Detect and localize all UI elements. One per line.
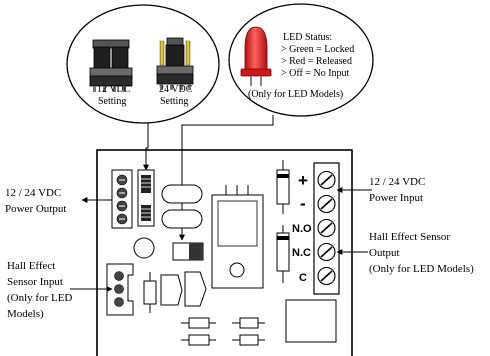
- bottom-right-component: [285, 299, 337, 343]
- small-resistor: [143, 272, 157, 313]
- terminal-no-label: N.O: [292, 223, 312, 235]
- jumper-leader-arrow: [143, 123, 149, 171]
- jumper-24-setting-line1: 24 VDC: [159, 84, 193, 95]
- jumper-24-setting-line2: Setting: [160, 96, 188, 107]
- led-leader-arrow: [179, 115, 274, 241]
- sensor-input-label-line4: Models): [7, 308, 44, 320]
- voltage-jumper-header: [137, 169, 155, 227]
- relay: [211, 185, 264, 289]
- resistor-row: [181, 317, 265, 346]
- power-input-label-line1: 12 / 24 VDC: [369, 176, 425, 188]
- sensor-output-label-line1: Hall Effect Sensor: [369, 231, 450, 243]
- sensor-input-label-line3: (Only for LED: [7, 292, 72, 304]
- jumper-callout-bubble: [66, 4, 220, 124]
- sensor-input-label-line2: Sensor Input: [7, 276, 63, 288]
- led-callout-bubble: [228, 3, 374, 117]
- jumper-12-setting-line2: Setting: [98, 96, 126, 107]
- led-status-red: > Red = Released: [281, 56, 352, 67]
- sensor-input-connector: [106, 263, 134, 316]
- jumper-12vdc-icon: [89, 39, 133, 92]
- jumper-callout: 12 VDC Setting 24 VDC Setting: [66, 4, 220, 124]
- round-capacitor: [133, 237, 155, 259]
- sensor-output-label-line2: Output: [369, 247, 400, 259]
- transistor-left: [160, 274, 183, 306]
- led-status-green: > Green = Locked: [281, 44, 354, 55]
- diode-bottom: [276, 225, 290, 283]
- power-input-label-line2: Power Input: [369, 192, 423, 204]
- sensor-input-label-line1: Hall Effect: [7, 260, 55, 272]
- terminal-block: [313, 162, 340, 295]
- terminal-c-label: C: [299, 272, 307, 284]
- led-status-title: LED Status:: [283, 32, 332, 43]
- led-status-off: > Off = No Input: [281, 68, 350, 79]
- oval-component-top: [161, 184, 203, 204]
- board-led: [172, 242, 204, 261]
- terminal-nc-label: N.C: [292, 247, 311, 259]
- led-model-note: (Only for LED Models): [248, 89, 343, 100]
- sensor-output-label-line3: (Only for LED Models): [369, 263, 474, 275]
- power-output-connector: [111, 169, 133, 229]
- red-led-icon: [240, 26, 272, 86]
- power-output-label-line1: 12 / 24 VDC: [5, 187, 61, 199]
- led-callout: LED Status: > Green = Locked > Red = Rel…: [228, 3, 374, 117]
- transistor-right: [184, 271, 207, 307]
- jumper-24vdc-icon: [156, 37, 194, 90]
- polarity-minus-label: -: [300, 194, 306, 213]
- polarity-plus-label: +: [298, 171, 308, 190]
- oval-component-bottom: [161, 209, 203, 229]
- diode-top: [276, 160, 290, 214]
- jumper-12-setting-line1: 12 VDC: [97, 84, 131, 95]
- power-output-label-line2: Power Output: [5, 203, 66, 215]
